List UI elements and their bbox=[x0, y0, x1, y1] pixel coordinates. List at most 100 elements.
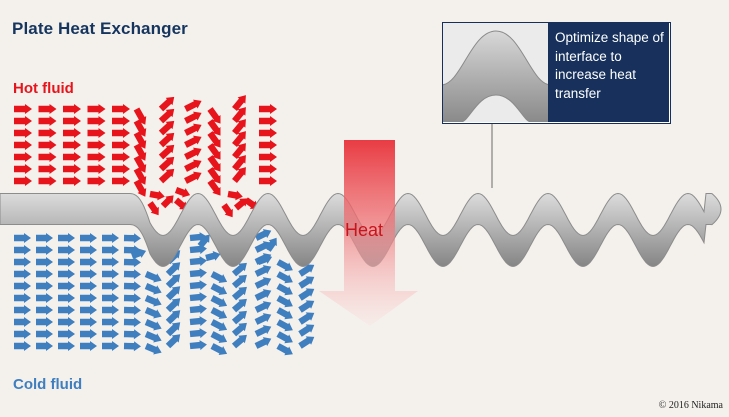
cold-fluid-arrow bbox=[36, 281, 53, 291]
cold-fluid-arrow bbox=[80, 281, 97, 291]
cold-fluid-arrow bbox=[36, 293, 53, 303]
cold-fluid-arrow bbox=[36, 317, 53, 327]
hot-fluid-arrow bbox=[259, 104, 277, 114]
cold-fluid-arrow bbox=[254, 229, 272, 241]
cold-fluid-arrow bbox=[210, 307, 228, 320]
hot-fluid-arrow bbox=[158, 132, 175, 148]
cold-fluid-label: Cold fluid bbox=[13, 376, 83, 393]
hot-fluid-arrow bbox=[87, 116, 106, 126]
hot-fluid-arrow bbox=[38, 164, 57, 174]
hot-fluid-label: Hot fluid bbox=[13, 80, 74, 97]
cold-fluid-arrow bbox=[14, 329, 31, 339]
cold-fluid-arrow bbox=[189, 328, 207, 339]
hot-fluid-arrow bbox=[158, 108, 175, 124]
hot-fluid-arrow bbox=[259, 140, 277, 150]
hot-fluid-arrow bbox=[133, 107, 147, 125]
hot-fluid-arrow bbox=[174, 186, 191, 198]
cold-fluid-arrow bbox=[80, 269, 97, 279]
hot-fluid-arrow bbox=[184, 123, 202, 136]
cold-fluid-arrow bbox=[144, 319, 162, 331]
cold-fluid-arrow bbox=[58, 269, 75, 279]
cold-fluid-arrow bbox=[123, 293, 141, 304]
hot-fluid-arrow bbox=[14, 128, 32, 138]
hot-fluid-arrow bbox=[232, 143, 246, 160]
copyright-notice: © 2016 Nikama bbox=[658, 400, 723, 411]
hot-fluid-arrow bbox=[63, 164, 81, 174]
cold-fluid-arrow bbox=[210, 343, 228, 356]
cold-fluid-arrow bbox=[254, 277, 272, 289]
hot-fluid-arrow bbox=[38, 140, 57, 150]
cold-fluid-arrow bbox=[254, 325, 272, 337]
cold-fluid-arrow bbox=[254, 241, 272, 253]
hot-fluid-arrow bbox=[63, 116, 81, 126]
cold-fluid-arrow bbox=[210, 271, 228, 284]
hot-fluid-arrow bbox=[14, 140, 32, 150]
hot-fluid-arrow bbox=[63, 128, 81, 138]
cold-fluid-arrow bbox=[254, 289, 272, 301]
cold-fluid-arrow bbox=[276, 307, 293, 320]
cold-fluid-arrow bbox=[144, 331, 162, 343]
cold-fluid-arrow bbox=[210, 319, 228, 332]
hot-fluid-arrow bbox=[259, 128, 277, 138]
cold-fluid-arrow bbox=[102, 305, 119, 315]
cold-fluid-arrow bbox=[231, 274, 247, 289]
cold-fluid-arrow bbox=[123, 317, 141, 328]
hot-fluid-arrow bbox=[207, 179, 221, 196]
hot-fluid-arrow bbox=[160, 195, 174, 209]
hot-fluid-arrow bbox=[112, 164, 130, 174]
cold-fluid-arrow bbox=[14, 341, 31, 351]
cold-fluid-arrow bbox=[36, 329, 53, 339]
hot-fluid-arrow bbox=[207, 143, 221, 160]
cold-fluid-arrow bbox=[80, 329, 97, 339]
cold-fluid-arrow bbox=[165, 298, 181, 313]
hot-fluid-arrow bbox=[112, 104, 130, 114]
cold-fluid-arrow bbox=[231, 322, 247, 337]
cold-fluid-arrow bbox=[14, 269, 31, 279]
heat-label: Heat bbox=[345, 220, 384, 240]
callout-box: Optimize shape of interface to increase … bbox=[442, 22, 671, 124]
cold-fluid-arrow bbox=[80, 257, 97, 267]
hot-fluid-arrow bbox=[87, 104, 106, 114]
hot-fluid-arrow bbox=[112, 116, 130, 126]
cold-fluid-arrow bbox=[58, 329, 75, 339]
hot-fluid-arrow bbox=[184, 159, 202, 172]
cold-fluid-arrow bbox=[36, 305, 53, 315]
cold-fluid-arrow bbox=[130, 248, 147, 260]
cold-fluid-arrow bbox=[123, 233, 141, 244]
cold-fluid-arrow bbox=[14, 281, 31, 291]
cold-fluid-arrow bbox=[123, 341, 141, 352]
cold-fluid-arrow bbox=[102, 329, 119, 339]
cold-fluid-arrow bbox=[14, 317, 31, 327]
cold-fluid-arrow bbox=[231, 286, 247, 301]
fluid-flow-arrows bbox=[14, 95, 315, 356]
hot-fluid-arrow bbox=[149, 190, 165, 201]
cold-fluid-arrow bbox=[102, 341, 119, 351]
hot-fluid-arrow bbox=[87, 152, 106, 162]
hot-fluid-arrow bbox=[221, 203, 233, 218]
cold-fluid-arrow bbox=[276, 331, 293, 344]
hot-fluid-arrow bbox=[63, 140, 81, 150]
hot-fluid-arrow bbox=[184, 99, 202, 112]
cold-fluid-arrow bbox=[189, 340, 207, 351]
cold-fluid-arrow bbox=[189, 304, 207, 315]
hot-fluid-arrow bbox=[133, 179, 147, 197]
cold-fluid-arrow bbox=[58, 257, 75, 267]
cold-fluid-arrow bbox=[276, 319, 293, 332]
hot-fluid-arrow bbox=[259, 116, 277, 126]
cold-fluid-arrow bbox=[298, 312, 315, 325]
hot-fluid-arrow bbox=[112, 176, 130, 186]
cold-fluid-arrow bbox=[14, 293, 31, 303]
hot-fluid-arrow bbox=[259, 152, 277, 162]
cold-fluid-arrow bbox=[189, 268, 207, 279]
cold-fluid-arrow bbox=[165, 310, 181, 325]
cold-fluid-arrow bbox=[144, 295, 162, 307]
cold-fluid-arrow bbox=[102, 245, 119, 255]
cold-fluid-arrow bbox=[144, 271, 162, 283]
hot-fluid-arrow bbox=[207, 155, 221, 172]
hot-fluid-arrow bbox=[184, 147, 202, 160]
cold-fluid-arrow bbox=[80, 293, 97, 303]
hot-fluid-arrow bbox=[232, 95, 246, 112]
cold-fluid-arrow bbox=[276, 343, 293, 356]
cold-fluid-arrow bbox=[58, 305, 75, 315]
